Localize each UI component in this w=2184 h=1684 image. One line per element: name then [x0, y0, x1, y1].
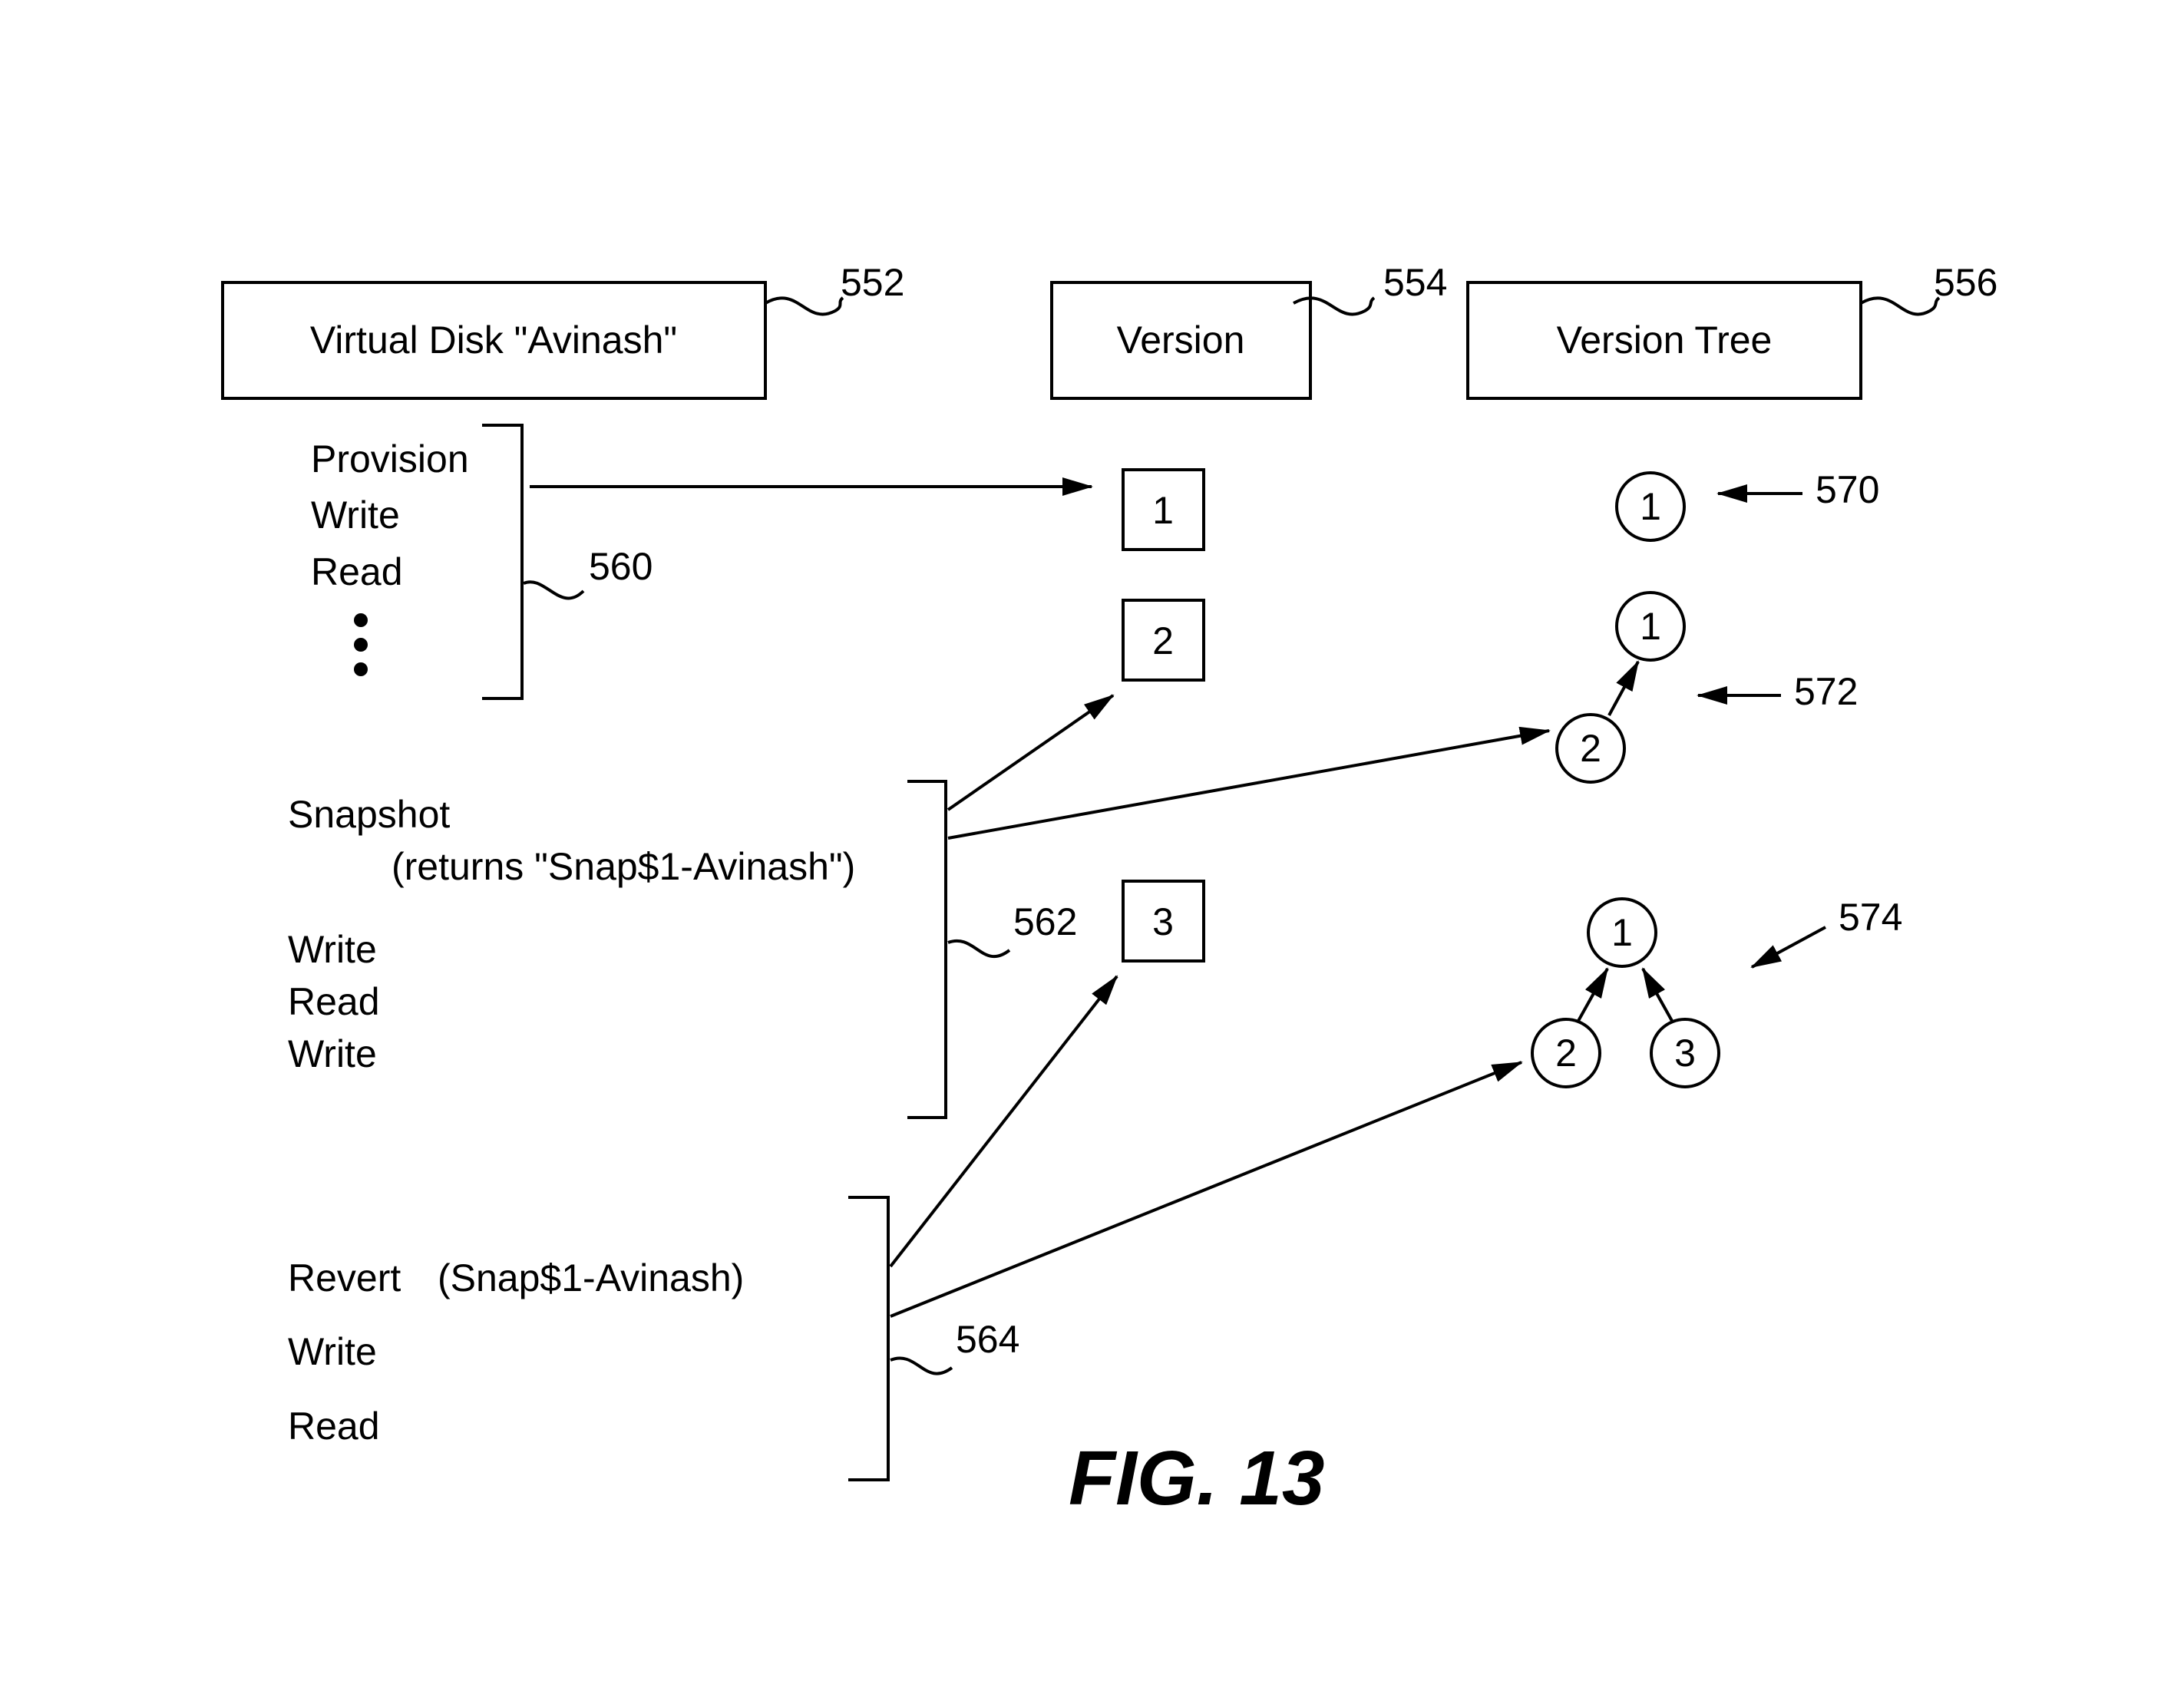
- bracket-562: [907, 781, 946, 1118]
- op-write: Write: [288, 928, 377, 971]
- version-box-3: 3: [1123, 881, 1204, 961]
- version-number: 3: [1152, 900, 1174, 943]
- ref-562: 562: [1013, 900, 1077, 943]
- leader-564: [890, 1358, 952, 1373]
- op-snapshot: Snapshot: [288, 793, 450, 836]
- ellipsis-dot: [354, 613, 368, 627]
- op-write: Write: [288, 1032, 377, 1075]
- version-tree-572: 1 2 572: [1557, 593, 1858, 782]
- version-header: Version: [1052, 282, 1310, 398]
- op-write: Write: [288, 1330, 377, 1373]
- version-box-2: 2: [1123, 600, 1204, 680]
- version-tree-label: Version Tree: [1557, 319, 1773, 362]
- op-read: Read: [288, 1405, 380, 1448]
- version-number: 2: [1152, 619, 1174, 662]
- op-read: Read: [311, 550, 403, 593]
- ref-574: 574: [1839, 896, 1902, 939]
- version-tree-570: 1 570: [1617, 468, 1879, 540]
- version-box-1: 1: [1123, 470, 1204, 550]
- arrow-562-to-version-2: [948, 695, 1113, 810]
- tree-node-label: 1: [1640, 605, 1661, 648]
- tree-node-label: 1: [1640, 485, 1661, 528]
- op-snapshot-returns: (returns "Snap$1-Avinash"): [392, 845, 855, 888]
- tree-node-label: 2: [1555, 1032, 1577, 1075]
- virtual-disk-label: Virtual Disk "Avinash": [310, 319, 677, 362]
- op-write: Write: [311, 494, 400, 537]
- version-tree-header: Version Tree: [1468, 282, 1861, 398]
- ref-556: 556: [1934, 261, 1997, 304]
- leader-562: [948, 941, 1009, 956]
- ref-570: 570: [1816, 468, 1879, 511]
- leader-556: [1861, 298, 1939, 314]
- arrow-564-to-version-3: [890, 976, 1117, 1266]
- tree-edge: [1578, 969, 1607, 1021]
- tree-node-label: 3: [1674, 1032, 1696, 1075]
- arrow-564-to-tree-574: [890, 1062, 1522, 1316]
- operations-group-562: Snapshot (returns "Snap$1-Avinash") Writ…: [288, 781, 1077, 1118]
- leader-560: [524, 582, 583, 598]
- ref-552: 552: [841, 261, 904, 304]
- tree-edge: [1609, 662, 1638, 715]
- bracket-560: [482, 425, 522, 698]
- virtual-disk-header: Virtual Disk "Avinash": [223, 282, 765, 398]
- bracket-564: [848, 1197, 888, 1480]
- tree-edge: [1643, 969, 1672, 1021]
- ref-554: 554: [1383, 261, 1447, 304]
- op-revert-arg: (Snap$1-Avinash): [438, 1256, 744, 1299]
- tree-node-label: 2: [1580, 727, 1601, 770]
- leader-552: [765, 298, 843, 314]
- tree-node-label: 1: [1611, 911, 1633, 954]
- ref-572: 572: [1794, 670, 1858, 713]
- version-number: 1: [1152, 489, 1174, 532]
- figure-label: FIG. 13: [1069, 1435, 1324, 1521]
- version-tree-574: 1 2 3 574: [1532, 896, 1902, 1087]
- ref-564: 564: [956, 1318, 1019, 1361]
- ref-560: 560: [589, 545, 653, 588]
- operations-group-560: Provision Write Read 560: [311, 425, 653, 698]
- version-label: Version: [1117, 319, 1245, 362]
- op-read: Read: [288, 980, 380, 1023]
- op-provision: Provision: [311, 438, 469, 480]
- ellipsis-dot: [354, 662, 368, 676]
- ellipsis-dot: [354, 638, 368, 652]
- op-revert: Revert: [288, 1256, 401, 1299]
- pointer-arrow-574: [1752, 927, 1826, 967]
